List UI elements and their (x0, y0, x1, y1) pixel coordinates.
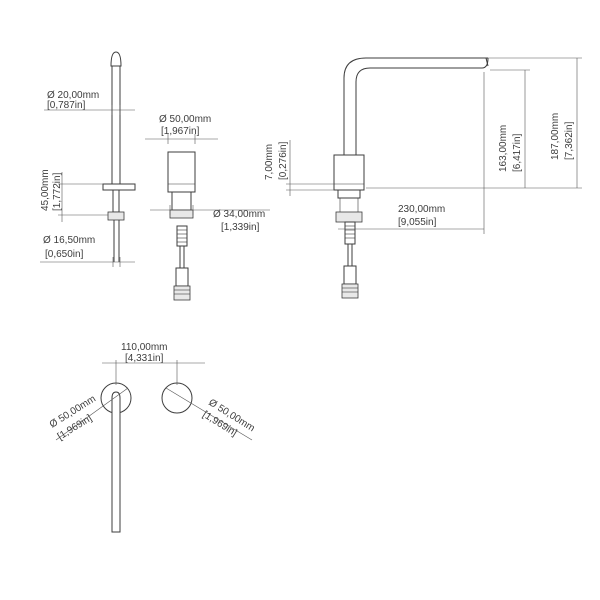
spout-diameter-mm: Ø 20,00mm (47, 90, 99, 101)
spacing-in: [4,331in] (125, 353, 164, 364)
spout-base-diameter-in: [0,650in] (45, 249, 84, 260)
dim-reach: 230,00mm [9,055in] (338, 72, 485, 234)
spout-base-diameter-mm: Ø 16,50mm (43, 235, 95, 246)
outlet-height-mm: 163,00mm (498, 125, 509, 172)
dim-handle-base-diameter: Ø 34,00mm [1,339in] (150, 205, 270, 233)
handle-front-view (167, 151, 196, 301)
dim-spout-base-diameter: Ø 16,50mm [0,650in] (40, 235, 135, 267)
handle-base-diameter-in: [1,339in] (221, 222, 260, 233)
outlet-height-in: [6,417in] (512, 133, 523, 172)
spout-height-mm: 45,00mm (40, 169, 51, 211)
collar-height-in: [0,276in] (278, 141, 289, 180)
spout-height-in: [1,772in] (52, 172, 63, 211)
total-height-in: [7,362in] (564, 121, 575, 160)
reach-mm: 230,00mm (398, 204, 445, 215)
dim-spout-diameter: Ø 20,00mm [0,787in] (44, 90, 135, 115)
top-view (100, 382, 193, 533)
handle-base-diameter-mm: Ø 34,00mm (213, 209, 265, 220)
dim-total-height: 187,00mm [7,362in] (488, 57, 582, 189)
spacing-mm: 110,00mm (121, 342, 168, 353)
handle-diameter-in: [1,967in] (161, 126, 200, 137)
faucet-side-view (333, 57, 489, 299)
total-height-mm: 187,00mm (550, 113, 561, 160)
handle-diameter-mm: Ø 50,00mm (159, 114, 211, 125)
reach-in: [9,055in] (398, 217, 437, 228)
dim-spacing: 110,00mm [4,331in] (102, 342, 205, 385)
spout-front-view (102, 51, 136, 262)
spout-diameter-in: [0,787in] (47, 100, 86, 111)
dim-collar-height: 7,00mm [0,276in] (264, 140, 334, 196)
collar-height-mm: 7,00mm (264, 144, 275, 180)
dim-outlet-height: 163,00mm [6,417in] (366, 69, 530, 189)
dim-handle-diameter: Ø 50,00mm [1,967in] (145, 114, 218, 144)
dim-spout-height: 45,00mm [1,772in] (40, 169, 108, 222)
